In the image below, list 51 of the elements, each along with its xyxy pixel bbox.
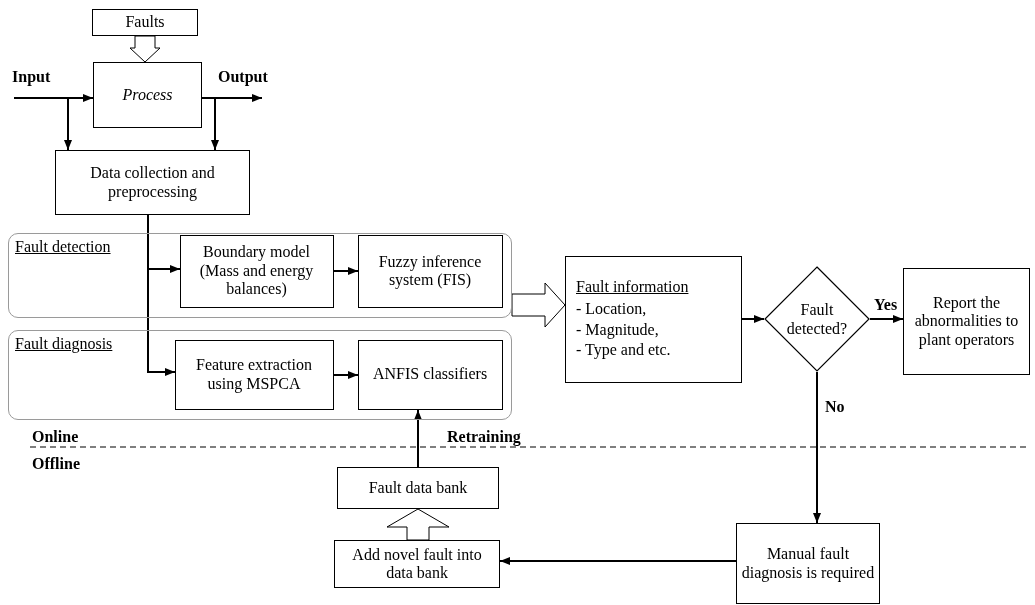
process-box bbox=[334, 540, 500, 588]
group-panel bbox=[8, 330, 512, 420]
mode-label: Online bbox=[32, 428, 79, 446]
process-box bbox=[903, 268, 1030, 375]
process-box bbox=[55, 150, 250, 215]
arrow bbox=[333, 371, 359, 379]
output-label: Output bbox=[218, 68, 278, 98]
block-arrow bbox=[511, 282, 566, 328]
box-text: Fault data bank bbox=[368, 478, 468, 498]
box-text: Manual fault diagnosis is required bbox=[741, 545, 875, 582]
arrow bbox=[333, 267, 359, 275]
arrow bbox=[147, 214, 176, 376]
box-text: Faults bbox=[125, 13, 165, 32]
arrow bbox=[499, 557, 737, 565]
arrow bbox=[414, 409, 422, 468]
block-arrow bbox=[129, 35, 161, 63]
group-heading: Fault diagnosis bbox=[15, 335, 113, 353]
list-item: - Magnitude, bbox=[576, 320, 659, 339]
block-arrow bbox=[386, 508, 450, 541]
process-box bbox=[736, 523, 880, 604]
mode-label: Offline bbox=[32, 455, 80, 473]
box-text: Fuzzy inference system (FIS) bbox=[377, 252, 483, 290]
faults-box bbox=[92, 9, 198, 36]
process-box bbox=[174, 339, 334, 410]
box-text: ANFIS classifiers bbox=[372, 365, 488, 384]
info-box bbox=[565, 256, 742, 383]
arrow bbox=[813, 371, 821, 524]
process-box bbox=[337, 467, 499, 509]
arrow bbox=[13, 94, 94, 102]
group-heading: Fault detection bbox=[15, 238, 111, 256]
list-item: - Type and etc. bbox=[576, 340, 671, 360]
box-text: Data collection and preprocessing bbox=[89, 164, 216, 201]
info-heading: Fault information bbox=[576, 277, 689, 297]
edge-label: Retraining bbox=[446, 428, 522, 446]
process-box bbox=[93, 62, 202, 128]
arrow bbox=[869, 315, 904, 323]
process-box bbox=[357, 234, 503, 308]
arrow bbox=[741, 315, 765, 323]
box-text: Boundary model (Mass and energy balances) bbox=[198, 243, 315, 299]
list-item: - Location, bbox=[576, 300, 647, 319]
box-text: Process bbox=[122, 85, 173, 105]
process-box bbox=[179, 234, 334, 308]
input-label: Input bbox=[12, 68, 70, 98]
process-box bbox=[357, 339, 503, 410]
box-text: Add novel fault into data bank bbox=[351, 545, 483, 583]
box-text: Report the abnormalities to plant operators bbox=[913, 293, 1020, 350]
box-text: Feature extraction using MSPCA bbox=[195, 356, 313, 393]
decision-text: Fault detected? bbox=[785, 299, 849, 339]
arrow bbox=[201, 97, 219, 151]
arrow bbox=[64, 97, 72, 151]
group-panel bbox=[8, 233, 512, 318]
